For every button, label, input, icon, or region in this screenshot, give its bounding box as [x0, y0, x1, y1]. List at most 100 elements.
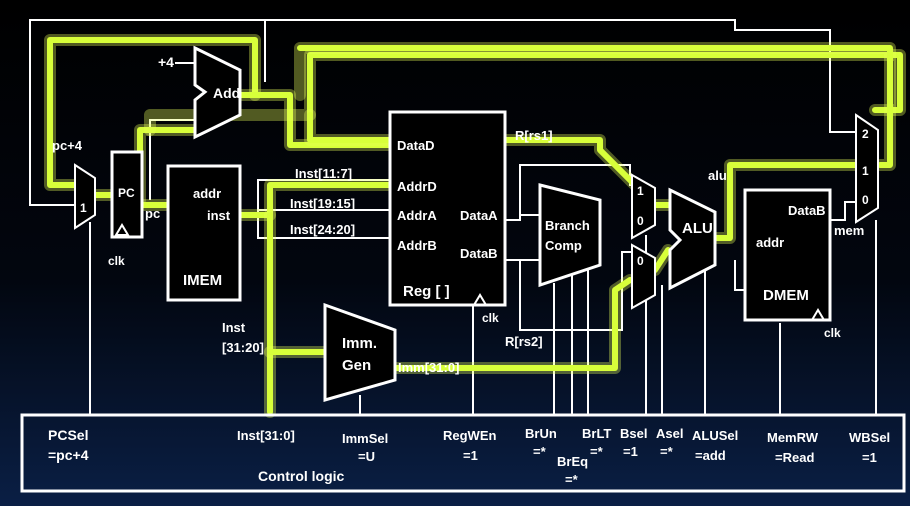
- reg-dataa-label: DataA: [460, 208, 498, 223]
- branch-shape: [538, 183, 602, 288]
- plus4-label: +4: [158, 54, 174, 70]
- ctrl-brlt: BrLT: [582, 426, 611, 441]
- wb-mux-in2: 2: [862, 127, 869, 141]
- dmem-box: [743, 188, 832, 322]
- a-mux-shape: [631, 173, 656, 240]
- ctrl-breq: BrEq: [557, 454, 588, 469]
- wb-mux-in1: 1: [862, 164, 869, 178]
- hl-bmux-to-alu: [652, 247, 671, 273]
- adder-shape: [193, 45, 242, 140]
- regfile-block: DataD AddrD AddrA AddrB DataA DataB Reg …: [388, 110, 507, 325]
- ctrl-memrw-val: =Read: [775, 450, 814, 465]
- immgen-shape: [323, 302, 397, 402]
- hl-inst-addrd: [237, 182, 393, 218]
- wire-pc-to-add: [149, 119, 195, 200]
- dmem-block: DataB addr DMEM clk: [743, 188, 841, 340]
- ctrl-brlt-val: =*: [590, 444, 604, 459]
- ctrl-asel-val: =*: [660, 444, 674, 459]
- wire-top-to-wbmux: [30, 19, 856, 133]
- ctrl-brun: BrUn: [525, 426, 557, 441]
- ctrl-immsel: ImmSel: [342, 431, 388, 446]
- hl-to-datad: [237, 92, 393, 148]
- inst-11-7-label: Inst[11:7]: [295, 166, 352, 181]
- alu-out-label: alu: [708, 168, 727, 183]
- hl-pc-to-amux: [307, 112, 643, 193]
- hl-top-loop: [307, 52, 903, 118]
- reg-datad-label: DataD: [397, 138, 435, 153]
- reg-datab-label: DataB: [460, 246, 498, 261]
- branch-comp-block: Branch Comp: [538, 183, 602, 288]
- white-wires: [29, 19, 877, 415]
- control-box: [20, 413, 906, 493]
- branch-label-a: Branch: [545, 218, 590, 233]
- pc-box: [110, 150, 144, 239]
- pc-mux-shape: [74, 163, 96, 230]
- pc-clk-label: clk: [108, 254, 125, 268]
- wire-mem-to-wbmux: [830, 201, 856, 221]
- imem-inst-label: inst: [207, 208, 231, 223]
- ctrl-bsel: Bsel: [620, 426, 647, 441]
- ctrl-inst: Inst[31:0]: [237, 428, 295, 443]
- wire-alu-to-dmem-data: [734, 260, 745, 291]
- a-mux: 1 0: [631, 173, 656, 240]
- wb-mux-shape: [855, 113, 879, 224]
- imem-title: IMEM: [183, 272, 222, 289]
- immgen-label-a: Imm.: [342, 335, 377, 352]
- hl-imm-to-bmux: [392, 277, 633, 371]
- highlight-paths: [44, 34, 906, 418]
- wire-inst-11-7: [257, 179, 390, 217]
- ctrl-pcsel-val: =pc+4: [48, 447, 89, 463]
- ctrl-immsel-val: =U: [358, 449, 375, 464]
- mem-label: mem: [834, 223, 864, 238]
- dmem-addr-label: addr: [756, 235, 784, 250]
- ctrl-breq-val: =*: [565, 472, 579, 487]
- inst-31-20-label-b: [31:20]: [222, 340, 264, 355]
- wb-mux-in0: 0: [862, 193, 869, 207]
- regfile-box: [388, 110, 507, 307]
- reg-title: Reg [ ]: [403, 283, 450, 300]
- hl-alu-to-wbmux: [709, 162, 859, 241]
- ctrl-alusel: ALUSel: [692, 428, 738, 443]
- wb-mux: 2 1 0: [855, 113, 879, 224]
- ctrl-regwen-val: =1: [463, 448, 478, 463]
- inst-19-15-label: Inst[19:15]: [290, 196, 355, 211]
- dmem-datab-label: DataB: [788, 203, 826, 218]
- reg-addra-label: AddrA: [397, 208, 437, 223]
- a-mux-in1: 1: [637, 184, 644, 198]
- pc-plus4-label: pc+4: [52, 138, 83, 153]
- adder-block: Add +4: [158, 45, 242, 140]
- immgen-block: Imm. Gen: [323, 302, 397, 402]
- ctrl-alusel-val: =add: [695, 448, 726, 463]
- ctrl-asel: Asel: [656, 426, 683, 441]
- pc-label: PC: [118, 186, 135, 200]
- ctrl-wbsel-val: =1: [862, 450, 877, 465]
- imem-block: addr inst IMEM: [166, 164, 242, 302]
- ctrl-bsel-val: =1: [623, 444, 638, 459]
- adder-label: Add: [213, 85, 240, 101]
- immgen-label-b: Gen: [342, 357, 371, 374]
- imm-out-label: Imm[31:0]: [398, 360, 459, 375]
- pc-register: PC clk pc: [108, 150, 160, 268]
- ctrl-regwen: RegWEn: [443, 428, 497, 443]
- pc-out-label: pc: [145, 206, 160, 221]
- ctrl-brun-val: =*: [533, 444, 547, 459]
- inst-31-20-label-a: Inst: [222, 320, 246, 335]
- hl-pc4-loop: [47, 37, 258, 188]
- ctrl-pcsel: PCSel: [48, 427, 88, 443]
- pc-mux-in1: 1: [80, 201, 87, 215]
- rrs1-label: R[rs1]: [515, 128, 553, 143]
- reg-addrb-label: AddrB: [397, 238, 437, 253]
- branch-label-b: Comp: [545, 238, 582, 253]
- imem-addr-label: addr: [193, 186, 221, 201]
- ctrl-wbsel: WBSel: [849, 430, 890, 445]
- dmem-title: DMEM: [763, 287, 809, 304]
- reg-clk-label: clk: [482, 311, 499, 325]
- rrs2-label: R[rs2]: [505, 334, 543, 349]
- b-mux: 0: [631, 243, 656, 310]
- b-mux-in0: 0: [637, 254, 644, 268]
- pc-mux: 1 pc+4: [52, 138, 96, 230]
- dmem-clk-label: clk: [824, 326, 841, 340]
- control-logic: Control logic PCSel =pc+4 Inst[31:0] Imm…: [20, 413, 906, 493]
- a-mux-in0: 0: [637, 214, 644, 228]
